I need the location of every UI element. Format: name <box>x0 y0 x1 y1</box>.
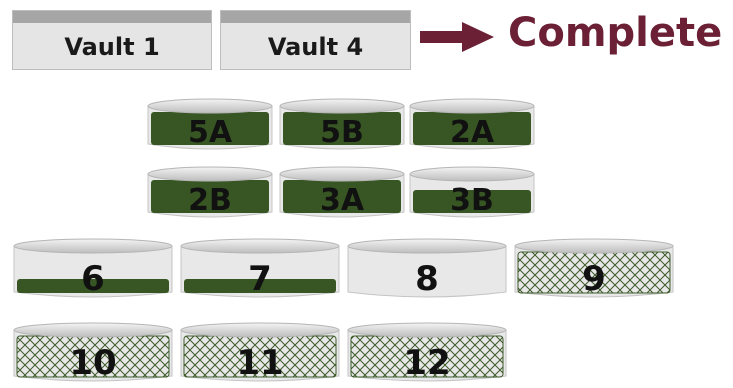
bin-5b: 5B <box>279 98 405 150</box>
vault-4-tab[interactable]: Vault 4 <box>220 10 411 70</box>
bin-fill <box>283 180 401 213</box>
bin-rim <box>514 238 674 254</box>
bin-rim <box>13 238 173 254</box>
bin-label: 3A <box>320 183 365 218</box>
bin-rim <box>279 166 405 182</box>
bin-label: 7 <box>248 259 272 299</box>
bin-3a: 3A <box>279 166 405 218</box>
bin-fill <box>283 112 401 145</box>
bin-label: 5B <box>320 115 364 150</box>
bin-label: 12 <box>403 343 450 383</box>
bin-fill <box>413 190 531 213</box>
bin-fill <box>17 279 169 293</box>
bin-7: 7 <box>180 238 340 299</box>
status-complete-label: Complete <box>508 10 723 56</box>
bin-2b: 2B <box>147 166 273 218</box>
bin-label: 11 <box>236 343 283 383</box>
right-arrow-icon <box>420 22 494 52</box>
bin-rim <box>180 238 340 254</box>
bin-rim <box>147 166 273 182</box>
bin-9: 9 <box>514 238 674 299</box>
bin-rim <box>347 238 507 254</box>
bin-12: 12 <box>347 322 507 383</box>
bin-fill <box>413 112 531 145</box>
bin-label: 2A <box>450 115 495 150</box>
bin-6: 6 <box>13 238 173 299</box>
bin-rim <box>279 98 405 114</box>
bin-label: 10 <box>69 343 116 383</box>
bin-label: 5A <box>188 115 233 150</box>
bin-fill <box>151 112 269 145</box>
bin-fill <box>184 279 336 293</box>
tab-top-bar <box>221 11 410 23</box>
bin-8: 8 <box>347 238 507 299</box>
tab-top-bar <box>13 11 211 23</box>
vault-4-label: Vault 4 <box>267 33 364 61</box>
bin-label: 6 <box>81 259 105 299</box>
bin-rim <box>409 166 535 182</box>
bin-fill <box>151 180 269 213</box>
bin-rim <box>409 98 535 114</box>
bin-11: 11 <box>180 322 340 383</box>
bin-rim <box>13 322 173 338</box>
bin-2a: 2A <box>409 98 535 150</box>
bin-rim <box>147 98 273 114</box>
bin-rim <box>180 322 340 338</box>
bin-label: 9 <box>582 259 606 299</box>
vault-1-tab[interactable]: Vault 1 <box>12 10 212 70</box>
bin-rim <box>347 322 507 338</box>
bin-label: 8 <box>415 259 439 299</box>
bin-body <box>347 245 507 298</box>
bin-label: 2B <box>188 183 232 218</box>
bin-3b: 3B <box>409 166 535 218</box>
bin-5a: 5A <box>147 98 273 150</box>
bin-label: 3B <box>450 183 494 218</box>
vault-1-label: Vault 1 <box>64 33 160 61</box>
bin-10: 10 <box>13 322 173 383</box>
